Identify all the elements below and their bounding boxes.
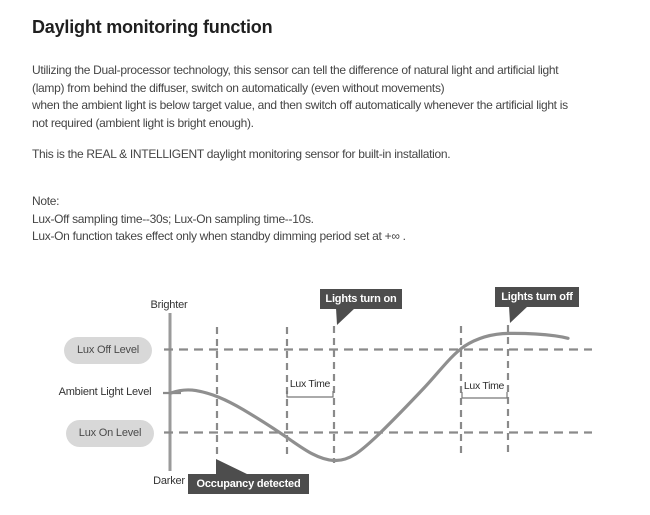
paragraph-line: Utilizing the Dual-processor technology,… [32, 63, 559, 77]
lights-turn-off-tag: Lights turn off [495, 287, 579, 307]
description-paragraph: Utilizing the Dual-processor technology,… [32, 62, 568, 132]
note-line: Lux-On function takes effect only when s… [32, 229, 406, 243]
summary-paragraph: This is the REAL & INTELLIGENT daylight … [32, 147, 451, 161]
lights-turn-on-tag-tail [336, 308, 355, 325]
paragraph-line: when the ambient light is below target v… [32, 98, 568, 112]
axis-darker-label: Darker [153, 475, 185, 487]
note-line: Lux-Off sampling time--30s; Lux-On sampl… [32, 211, 314, 226]
ambient-light-curve [169, 331, 570, 463]
note-line: Note: [32, 194, 60, 208]
paragraph-line: (lamp) from behind the diffuser, switch … [32, 80, 445, 95]
lux-off-level-pill: Lux Off Level [64, 337, 152, 364]
lux-time-right-label: Lux Time [463, 380, 505, 392]
ambient-light-level-label: Ambient Light Level [58, 386, 152, 398]
axis-brighter-label: Brighter [150, 299, 188, 311]
note-block: Note: Lux-Off sampling time--30s; Lux-On… [32, 193, 406, 246]
lux-on-level-pill: Lux On Level [66, 420, 154, 447]
paragraph-line: not required (ambient light is bright en… [32, 115, 254, 130]
lux-time-right-bracket [461, 392, 508, 399]
occupancy-tag-tail [216, 459, 249, 475]
page-title: Daylight monitoring function [32, 17, 273, 37]
occupancy-detected-tag: Occupancy detected [188, 474, 309, 494]
lux-time-left-label: Lux Time [289, 378, 331, 390]
lux-time-left-bracket [286, 391, 334, 398]
lights-turn-on-tag: Lights turn on [320, 289, 402, 309]
lights-turn-off-tag-tail [509, 306, 528, 323]
